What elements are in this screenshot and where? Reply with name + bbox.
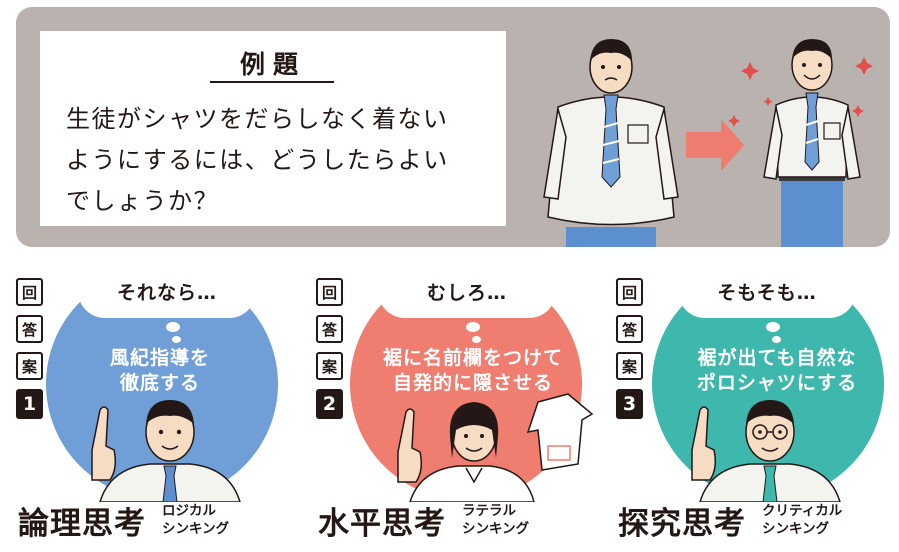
sparkle-icon	[728, 57, 873, 127]
answer-label-char: 案	[616, 352, 643, 380]
reading-line: シンキング	[162, 521, 230, 537]
bubble-tail	[166, 322, 180, 332]
reading-line: クリティカル	[762, 503, 843, 519]
answer-panel-2: 回 答 案 2 むしろ… 裾に名前欄をつけて 自発的に隠させる 水平思考 ラテラ…	[300, 250, 600, 552]
thought-bubble: そもそも…	[678, 264, 856, 318]
answer-number: 1	[16, 389, 43, 419]
thinking-type-reading: クリティカル シンキング	[762, 502, 842, 538]
question-line: ようにするには、どうしたらよい	[66, 146, 449, 174]
answer-label-char: 回	[316, 278, 343, 306]
answer-label-stack: 回 答 案 1	[16, 278, 46, 419]
thinking-type-reading: ラテラル シンキング	[462, 502, 529, 538]
bubble-tail	[472, 336, 481, 343]
thinking-type-name: 論理思考	[18, 506, 146, 542]
answer-text-line: 徹底する	[119, 372, 200, 394]
student-before-after-illustration	[543, 39, 873, 247]
title-underline	[210, 81, 334, 83]
reading-line: ロジカル	[162, 503, 216, 519]
answer-text-line: 裾が出ても自然な	[697, 347, 857, 369]
answer-label-stack: 回 答 案 3	[616, 278, 646, 419]
answer-label-char: 案	[16, 352, 43, 380]
answer-text-line: 風紀指導を	[109, 347, 210, 369]
bubble-tail	[766, 322, 780, 332]
thought-bubble: むしろ…	[378, 264, 556, 318]
thinking-type-name: 水平思考	[318, 506, 446, 542]
teacher-pointing-illustration	[91, 400, 241, 502]
bubble-tail	[172, 336, 181, 343]
answer-text: 裾が出ても自然な ポロシャツにする	[662, 346, 892, 396]
answer-panel-3: 回 答 案 3 そもそも… 裾が出ても自然な ポロシャツにする 探究思考 クリテ…	[600, 250, 899, 552]
reading-line: シンキング	[762, 521, 830, 537]
question-card: 例題 生徒がシャツをだらしなく着ない ようにするには、どうしたらよい でしょうか…	[40, 31, 506, 226]
reading-line: ラテラル	[462, 503, 516, 519]
answer-label-char: 答	[316, 315, 343, 343]
bubble-tail	[466, 322, 480, 332]
untidy-student-figure	[543, 39, 679, 247]
tidy-student-figure	[763, 39, 861, 247]
example-panel: 例題 生徒がシャツをだらしなく着ない ようにするには、どうしたらよい でしょうか…	[16, 7, 890, 247]
answer-number: 2	[316, 389, 343, 419]
thinking-type-reading: ロジカル シンキング	[162, 502, 229, 538]
answer-text: 風紀指導を 徹底する	[60, 346, 260, 396]
answer-text-line: ポロシャツにする	[696, 372, 858, 394]
answer-label-stack: 回 答 案 2	[316, 278, 346, 419]
answer-label-char: 回	[16, 278, 43, 306]
answer-label-char: 答	[16, 315, 43, 343]
man-with-glasses-pointing-illustration	[691, 400, 841, 502]
example-title: 例題	[239, 50, 306, 79]
answer-label-char: 回	[616, 278, 643, 306]
answer-panel-1: 回 答 案 1 それなら… 風紀指導を 徹底する 論理思考 ロジカル シンキング	[0, 250, 300, 552]
thought-bubble: それなら…	[78, 264, 256, 318]
answer-text: 裾に名前欄をつけて 自発的に隠させる	[358, 346, 588, 396]
answer-text-line: 裾に名前欄をつけて	[382, 347, 563, 369]
question-line: でしょうか？	[66, 187, 219, 215]
reading-line: シンキング	[462, 521, 530, 537]
answer-label-char: 案	[316, 352, 343, 380]
thinking-type-name: 探究思考	[618, 506, 746, 542]
shirt-with-name-tag-icon	[526, 393, 594, 471]
question-line: 生徒がシャツをだらしなく着ない	[66, 105, 449, 133]
answer-text-line: 自発的に隠させる	[392, 372, 553, 394]
bubble-tail	[772, 336, 781, 343]
arrow-icon	[686, 119, 744, 171]
question-text: 生徒がシャツをだらしなく着ない ようにするには、どうしたらよい でしょうか？	[66, 99, 496, 222]
answer-number: 3	[616, 389, 643, 419]
answer-label-char: 答	[616, 315, 643, 343]
woman-pointing-with-shirt-illustration	[397, 393, 594, 502]
